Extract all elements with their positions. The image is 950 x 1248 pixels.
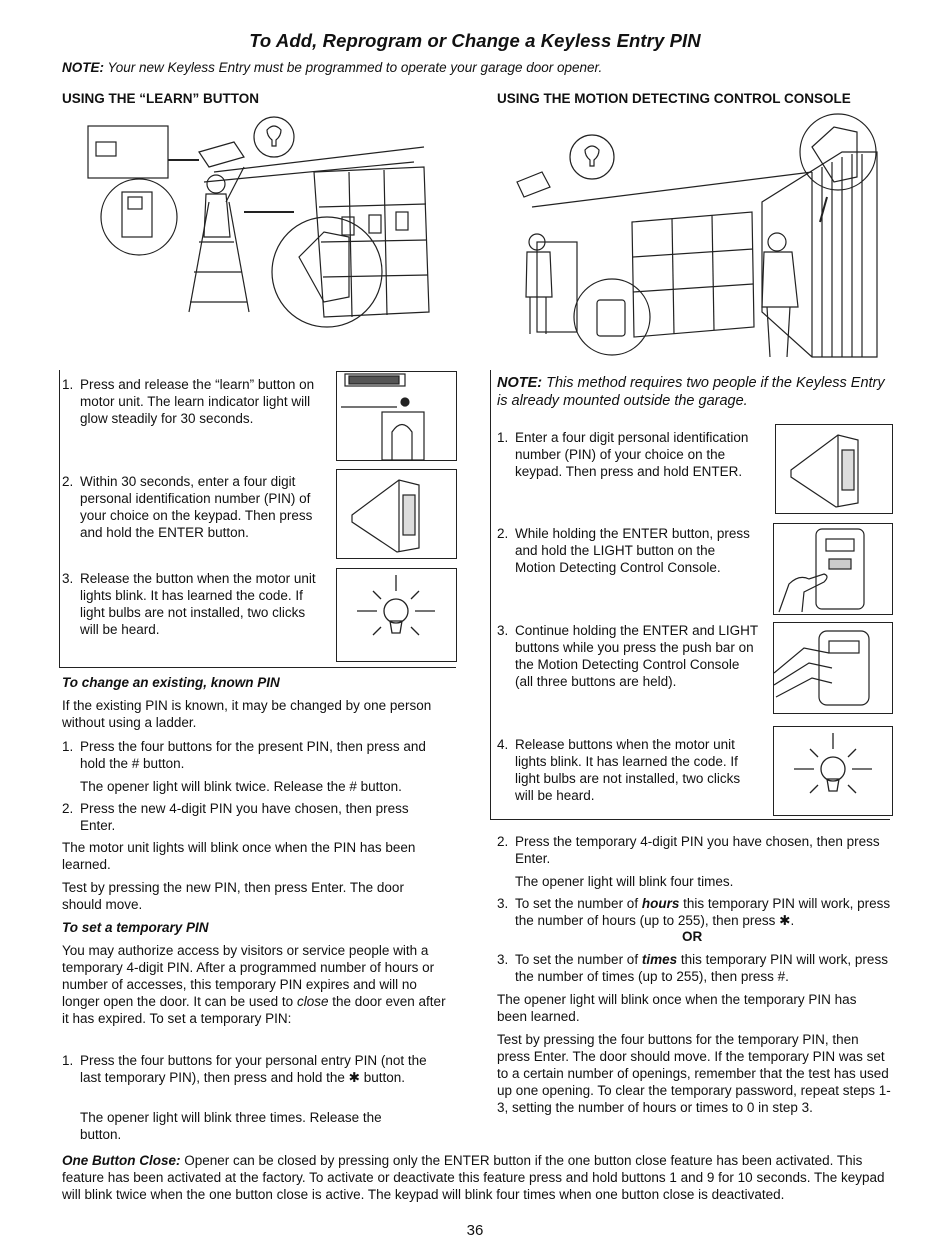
top-note: NOTE: Your new Keyless Entry must be pro… (62, 60, 602, 75)
temp-pin-heading: To set a temporary PIN (62, 920, 209, 935)
step-text: Press the four buttons for your personal… (80, 1053, 427, 1085)
learn-steps-frame-bottom (59, 667, 456, 668)
or-separator: OR (682, 929, 703, 944)
keypad-inset-circle (271, 216, 383, 328)
step-text-post: this temporary PIN will work, press the … (515, 896, 891, 928)
person-outside-drawing (761, 232, 799, 358)
step-text-em: hours (641, 896, 680, 911)
change-pin-intro: If the existing PIN is known, it may be … (62, 698, 432, 730)
step-text-pre: To set the number of (515, 952, 639, 967)
temp-pin-paragraph-1: The opener light will blink once when th… (497, 992, 857, 1024)
step-text: Release the button when the motor unit l… (80, 571, 316, 637)
step-text: To set the number of times this temporar… (497, 951, 892, 985)
temp-pin-intro-a: You may authorize access by visitors or … (62, 943, 435, 1009)
console-step-4: 4. Release buttons when the motor unit l… (497, 736, 759, 804)
garage-door-drawing (203, 146, 430, 318)
temp-pin-step-2: 2. Press the temporary 4-digit PIN you h… (497, 833, 889, 867)
one-button-close: One Button Close: Opener can be closed b… (62, 1152, 892, 1203)
step-number: 1. (62, 1053, 74, 1068)
bulb-figure (336, 568, 457, 662)
step-text-post: this temporary PIN will work, press the … (515, 952, 888, 984)
step-number: 2. (62, 474, 74, 489)
bulb-figure-2 (773, 726, 893, 816)
step-number: 2. (497, 526, 509, 541)
step-text-pre: To set the number of (515, 896, 639, 911)
console-inset-circle (573, 278, 651, 356)
learn-step-1: 1. Press and release the “learn” button … (62, 376, 327, 427)
keypad-figure (336, 469, 457, 559)
change-pin-heading: To change an existing, known PIN (62, 675, 280, 690)
temp-pin-step-1-note: The opener light will blink three times.… (80, 1110, 382, 1142)
console-step-2: 2. While holding the ENTER button, press… (497, 525, 759, 576)
step-number: 3. (497, 896, 509, 911)
temp-pin-intro-b: the door even after it has expired. To s… (62, 994, 446, 1026)
step-number: 2. (62, 801, 74, 816)
step-number: 4. (497, 737, 509, 752)
console-illustration (512, 112, 882, 367)
step-text: Press the temporary 4-digit PIN you have… (515, 834, 880, 866)
step-number: 3. (497, 623, 509, 638)
step-number: 3. (497, 952, 509, 967)
push-bar-figure (773, 622, 893, 714)
one-button-close-text: Opener can be closed by pressing only th… (62, 1153, 885, 1202)
console-step-3: 3. Continue holding the ENTER and LIGHT … (497, 622, 759, 690)
learn-step-2: 2. Within 30 seconds, enter a four digit… (62, 473, 327, 541)
ladder-drawing (188, 201, 250, 313)
step-text: Continue holding the ENTER and LIGHT but… (515, 623, 758, 689)
change-pin-step-1-note: The opener light will blink twice. Relea… (80, 779, 402, 794)
step-number: 2. (497, 834, 509, 849)
step-text-em: times (641, 952, 678, 967)
console-heading: USING THE MOTION DETECTING CONTROL CONSO… (497, 91, 851, 106)
temp-pin-intro-em: close (296, 994, 329, 1009)
console-step-1: 1. Enter a four digit personal identific… (497, 429, 759, 480)
step-number: 1. (497, 430, 509, 445)
step-text: Within 30 seconds, enter a four digit pe… (80, 474, 313, 540)
garage-interior-drawing (531, 171, 813, 338)
one-button-close-label: One Button Close: (62, 1153, 181, 1168)
page-title: To Add, Reprogram or Change a Keyless En… (249, 30, 701, 51)
step-text: While holding the ENTER button, press an… (515, 526, 750, 575)
console-note-text: This method requires two people if the K… (497, 375, 885, 409)
keypad-figure-2 (775, 424, 893, 514)
motor-unit-drawing-2 (516, 171, 551, 198)
step-text: Press the new 4-digit PIN you have chose… (80, 801, 409, 833)
temp-pin-intro: You may authorize access by visitors or … (62, 942, 454, 1027)
change-pin-step-2: 2. Press the new 4-digit PIN you have ch… (62, 800, 447, 834)
step-text: To set the number of hours this temporar… (497, 895, 892, 929)
step-text: Release buttons when the motor unit ligh… (515, 737, 741, 803)
top-note-label: NOTE: (62, 60, 104, 75)
temp-pin-step-2-note: The opener light will blink four times. (515, 874, 734, 889)
step-text: Press and release the “learn” button on … (80, 377, 315, 426)
change-pin-paragraph-2: Test by pressing the new PIN, then press… (62, 880, 404, 912)
console-steps-frame-bottom (490, 819, 890, 820)
learn-button-inset (87, 125, 169, 179)
console-press-figure (773, 523, 893, 615)
change-pin-step-1: 1. Press the four buttons for the presen… (62, 738, 447, 772)
page-number: 36 (466, 1222, 484, 1239)
step-number: 3. (62, 571, 74, 586)
console-note: NOTE: This method requires two people if… (497, 374, 887, 410)
learn-step-3: 3. Release the button when the motor uni… (62, 570, 327, 638)
temp-pin-step-3-times: 3. To set the number of times this tempo… (497, 951, 892, 985)
keypad-inset-circle-2 (799, 113, 877, 191)
motor-unit-drawing (198, 141, 245, 168)
temp-pin-step-3-hours: 3. To set the number of hours this tempo… (497, 895, 892, 929)
learn-steps-frame-left (59, 370, 60, 668)
learn-button-figure (336, 371, 457, 461)
person-drawing (203, 166, 245, 238)
console-steps-frame-left (490, 370, 491, 820)
learn-heading: USING THE “LEARN” BUTTON (62, 91, 260, 106)
temp-pin-paragraph-2: Test by pressing the four buttons for th… (497, 1032, 891, 1115)
console-note-label: NOTE: (497, 375, 543, 391)
temp-pin-step-1: 1. Press the four buttons for your perso… (62, 1052, 447, 1086)
learn-button-illustration (84, 112, 444, 362)
person-inside-drawing (525, 233, 553, 334)
step-text: Press the four buttons for the present P… (80, 739, 426, 771)
top-note-text: Your new Keyless Entry must be programme… (107, 60, 603, 75)
step-number: 1. (62, 739, 74, 754)
step-number: 1. (62, 377, 74, 392)
change-pin-paragraph-1: The motor unit lights will blink once wh… (62, 840, 416, 872)
step-text: Enter a four digit personal identificati… (515, 430, 749, 479)
